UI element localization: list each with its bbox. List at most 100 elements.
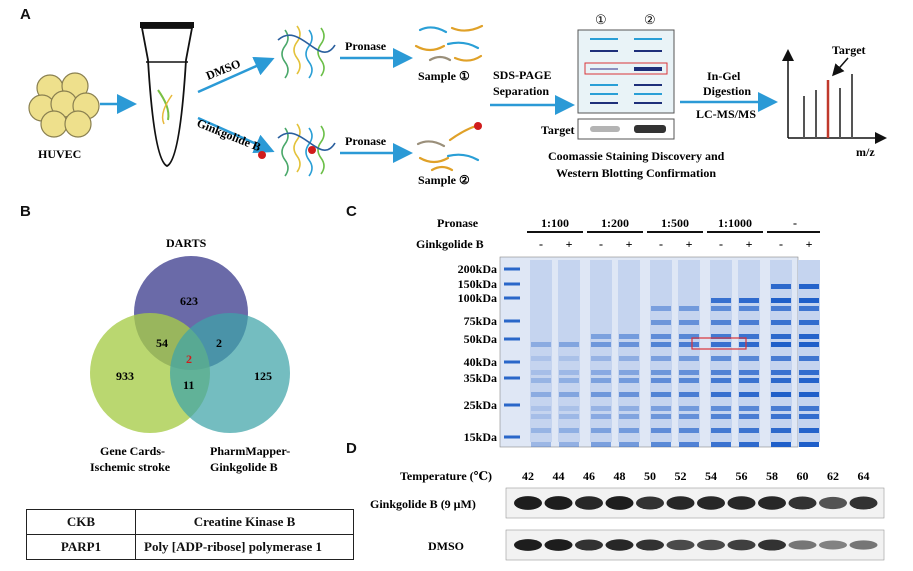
blot-row1-label: Ginkgolide B (9 μM) xyxy=(370,497,476,511)
gel-band xyxy=(771,378,791,383)
gel-band xyxy=(739,392,759,397)
gel-band xyxy=(559,406,579,411)
pronase-top-label: Pronase xyxy=(345,39,387,53)
blot-band xyxy=(727,539,756,551)
temperature-label: Temperature (℃) xyxy=(400,469,492,483)
gel-band xyxy=(739,414,759,419)
gel-ginkgolide-label: Ginkgolide B xyxy=(416,237,484,251)
gel-band xyxy=(771,356,791,361)
temperature-tick: 58 xyxy=(766,469,778,483)
gel-band xyxy=(679,392,699,397)
gel-band xyxy=(739,442,759,447)
gel-band xyxy=(771,442,791,447)
dmso-label: DMSO xyxy=(204,56,243,82)
venn-darts-pharm: 2 xyxy=(216,336,222,350)
temperature-tick: 64 xyxy=(858,469,870,483)
blot-band xyxy=(727,496,756,510)
venn-only-darts: 623 xyxy=(180,294,198,308)
blot-band xyxy=(575,539,603,551)
treatment-sign: - xyxy=(779,237,783,251)
blot-band xyxy=(697,496,725,510)
gel-band xyxy=(591,342,611,347)
treatment-sign: + xyxy=(746,237,753,251)
gel-band xyxy=(771,334,791,339)
sample1-label: Sample ① xyxy=(418,69,470,83)
gel-band xyxy=(651,378,671,383)
gel-band xyxy=(531,378,551,383)
blot-band xyxy=(514,539,542,551)
ms-axis-label: m/z xyxy=(856,145,875,159)
marker-label: 40kDa xyxy=(464,355,497,369)
ratio-label: 1:100 xyxy=(541,216,569,230)
venn-pharm-label-1: PharmMapper- xyxy=(210,444,290,458)
arrow-ginkgolide xyxy=(197,116,275,154)
ginkgolide-label: Ginkgolide B xyxy=(195,116,263,154)
table-cell-name: Poly [ADP-ribose] polymerase 1 xyxy=(135,534,354,560)
gel-band xyxy=(651,356,671,361)
gel-band xyxy=(679,320,699,325)
gel-band xyxy=(739,406,759,411)
treatment-sign: - xyxy=(539,237,543,251)
gel-band xyxy=(559,414,579,419)
ratio-label: 1:1000 xyxy=(718,216,752,230)
gel-band xyxy=(799,406,819,411)
blot-band xyxy=(849,496,878,510)
lane1-label: ① xyxy=(595,12,607,27)
huvec-cells-icon xyxy=(28,72,100,138)
venn-diagram: DARTS 623 933 125 54 2 11 2 Gene Cards- … xyxy=(90,236,290,474)
ingel-label-1: In-Gel xyxy=(707,69,741,83)
gel-band xyxy=(679,428,699,433)
venn-genecards-pharm: 11 xyxy=(183,378,194,392)
ratio-label: 1:500 xyxy=(661,216,689,230)
treatment-sign: - xyxy=(719,237,723,251)
temperature-tick: 42 xyxy=(522,469,534,483)
gel-band xyxy=(799,298,819,303)
gel-band xyxy=(651,442,671,447)
panel-letter-d: D xyxy=(346,440,357,457)
temperature-tick: 46 xyxy=(583,469,595,483)
blot-band xyxy=(788,540,817,550)
gel-band xyxy=(619,428,639,433)
gel-lanes xyxy=(530,260,820,447)
sds-gel-icon xyxy=(577,29,675,140)
blot-band xyxy=(636,539,664,551)
gel-band xyxy=(531,406,551,411)
venn-darts-label: DARTS xyxy=(166,236,207,250)
gel-band xyxy=(771,284,791,289)
gel-band xyxy=(679,406,699,411)
blot-band xyxy=(788,496,817,510)
venn-genecards-label-1: Gene Cards- xyxy=(100,444,165,458)
venn-genecards-label-2: Ischemic stroke xyxy=(90,460,171,474)
blot-band xyxy=(758,539,786,551)
gel-band xyxy=(771,414,791,419)
venn-all-three: 2 xyxy=(186,352,192,366)
gel-band xyxy=(711,378,731,383)
gel-band xyxy=(651,414,671,419)
gel-band xyxy=(559,392,579,397)
gel-band xyxy=(651,428,671,433)
gel-band xyxy=(799,378,819,383)
venn-pharm-label-2: Ginkgolide B xyxy=(210,460,278,474)
gel-band xyxy=(591,414,611,419)
gel-band xyxy=(619,392,639,397)
gel-band xyxy=(711,298,731,303)
gel-band xyxy=(771,342,791,347)
gel-band xyxy=(739,306,759,311)
temperature-tick: 48 xyxy=(614,469,626,483)
sign-labels: -+-+-+-+-+ xyxy=(539,237,813,251)
gel-band xyxy=(591,334,611,339)
treatment-sign: + xyxy=(686,237,693,251)
gel-band xyxy=(711,370,731,375)
venn-darts-genecards: 54 xyxy=(156,336,168,350)
gel-band xyxy=(559,370,579,375)
venn-circle-pharmmapper xyxy=(170,313,290,433)
lcms-label: LC-MS/MS xyxy=(696,107,756,121)
blot-band xyxy=(636,496,664,510)
temperature-tick: 54 xyxy=(705,469,717,483)
bands-ginkgolide xyxy=(514,496,878,510)
table-cell-symbol: CKB xyxy=(26,509,136,535)
gel-band xyxy=(711,442,731,447)
gel-band xyxy=(651,306,671,311)
